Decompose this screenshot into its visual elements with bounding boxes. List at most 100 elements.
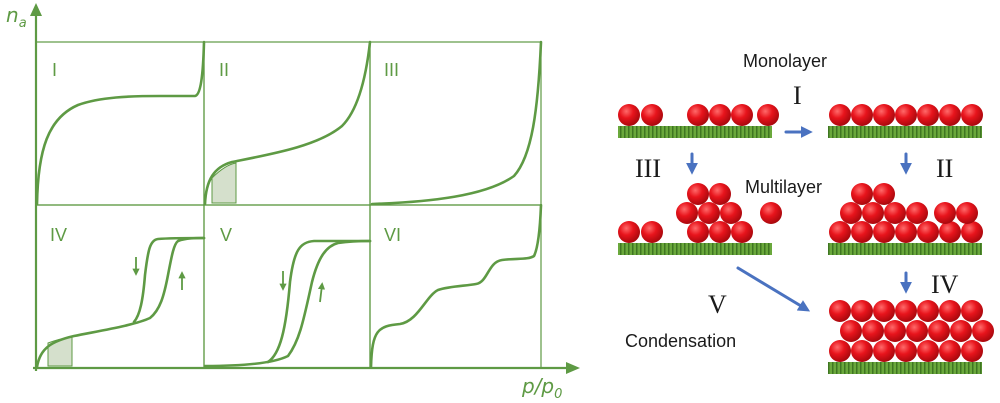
isotherm-curve-I [35, 40, 206, 206]
x-axis-arrowhead [566, 362, 580, 374]
molecule-multilayer [829, 221, 851, 243]
isotherm-curve-VI [369, 203, 543, 369]
molecule-island [709, 183, 731, 205]
multilayer-label: Multilayer [745, 177, 822, 197]
isotherm-curve-IV-desorption [132, 236, 206, 324]
molecule-monolayer [917, 104, 939, 126]
isotherm-curve-V-desorption [266, 239, 372, 364]
molecule-multilayer [873, 221, 895, 243]
panel-label-VI: VI [384, 225, 401, 245]
y-axis-label: na [6, 3, 27, 31]
molecule-condensed [840, 320, 862, 342]
molecule-multilayer [840, 202, 862, 224]
y-axis-arrowhead [30, 3, 42, 16]
molecule-island [731, 221, 753, 243]
molecule-multilayer [956, 202, 978, 224]
molecule-initial [709, 104, 731, 126]
scheme-label-IV: IV [931, 270, 959, 299]
molecule-multilayer [917, 221, 939, 243]
monolayer-label: Monolayer [743, 51, 827, 71]
condensation-label: Condensation [625, 331, 736, 351]
isotherm-curve-III [370, 40, 543, 206]
molecule-multilayer [934, 202, 956, 224]
molecule-multilayer [851, 183, 873, 205]
panel-label-IV: IV [50, 225, 67, 245]
molecule-island [760, 202, 782, 224]
substrate-monolayer [828, 126, 982, 138]
molecule-condensed [873, 300, 895, 322]
molecule-condensed [829, 340, 851, 362]
substrate-multilayer [828, 243, 982, 255]
substrate-initial [618, 126, 772, 138]
molecule-condensed [906, 320, 928, 342]
molecule-island [687, 221, 709, 243]
adsorbate-molecules [618, 104, 994, 362]
scheme-label-II: II [936, 154, 953, 183]
molecule-monolayer [851, 104, 873, 126]
scheme-label-I: I [793, 81, 802, 110]
molecule-island [618, 221, 640, 243]
x-axis-label: p/p0 [521, 374, 562, 402]
molecule-condensed [972, 320, 994, 342]
molecule-condensed [829, 300, 851, 322]
molecule-multilayer [961, 221, 983, 243]
molecule-condensed [928, 320, 950, 342]
molecule-island [641, 221, 663, 243]
molecule-condensed [884, 320, 906, 342]
molecule-condensed [851, 300, 873, 322]
molecule-monolayer [939, 104, 961, 126]
scheme-label-III: III [635, 154, 661, 183]
molecule-island [676, 202, 698, 224]
molecule-multilayer [873, 183, 895, 205]
molecule-multilayer [895, 221, 917, 243]
molecule-condensed [917, 340, 939, 362]
arrow-V [736, 266, 811, 312]
panel-II-shaded-area [211, 162, 237, 204]
isotherm-panels: I II III IV V VI na p/p0 [6, 3, 580, 402]
molecule-condensed [939, 300, 961, 322]
molecule-condensed [961, 340, 983, 362]
molecule-monolayer [961, 104, 983, 126]
molecule-multilayer [884, 202, 906, 224]
molecule-island [720, 202, 742, 224]
molecule-condensed [851, 340, 873, 362]
isotherm-curve-II [203, 40, 372, 206]
molecule-multilayer [851, 221, 873, 243]
substrate-condensation [828, 362, 982, 374]
molecule-multilayer [906, 202, 928, 224]
adsorption-scheme: Monolayer Multilayer Condensation I III … [618, 51, 994, 374]
molecule-condensed [895, 300, 917, 322]
panel-label-II: II [219, 60, 229, 80]
molecule-monolayer [895, 104, 917, 126]
molecule-island [709, 221, 731, 243]
panel-label-V: V [220, 225, 232, 245]
isotherm-curve-IV-adsorption [35, 236, 206, 369]
substrate-island [618, 243, 772, 255]
molecule-condensed [950, 320, 972, 342]
molecule-island [698, 202, 720, 224]
panel-label-III: III [384, 60, 399, 80]
panel-frame-I [35, 41, 205, 206]
molecule-condensed [895, 340, 917, 362]
molecule-initial [731, 104, 753, 126]
molecule-condensed [939, 340, 961, 362]
molecule-initial [641, 104, 663, 126]
molecule-initial [757, 104, 779, 126]
panel-label-I: I [52, 60, 57, 80]
panel-V-adsorption-arrow [317, 282, 326, 303]
molecule-monolayer [873, 104, 895, 126]
molecule-initial [618, 104, 640, 126]
panel-grid [35, 41, 542, 369]
molecule-condensed [917, 300, 939, 322]
substrates [618, 126, 982, 374]
molecule-multilayer [862, 202, 884, 224]
molecule-multilayer [939, 221, 961, 243]
scheme-label-V: V [708, 290, 727, 319]
molecule-condensed [873, 340, 895, 362]
molecule-monolayer [829, 104, 851, 126]
molecule-initial [687, 104, 709, 126]
molecule-condensed [961, 300, 983, 322]
molecule-island [687, 183, 709, 205]
molecule-condensed [862, 320, 884, 342]
